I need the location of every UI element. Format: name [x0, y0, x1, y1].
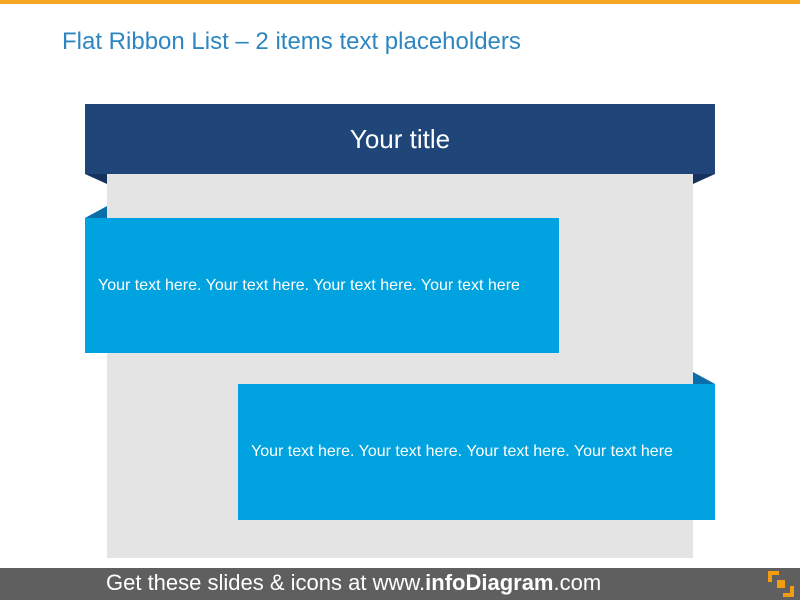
- item-1-box: Your text here. Your text here. Your tex…: [85, 218, 559, 353]
- footer-text[interactable]: Get these slides & icons at www.infoDiag…: [106, 570, 601, 596]
- footer-suffix: .com: [553, 570, 602, 595]
- item-1-text: Your text here. Your text here. Your tex…: [98, 276, 520, 294]
- title-ribbon-text: Your title: [349, 123, 451, 154]
- title-ribbon-left-fold: [85, 174, 107, 184]
- footer-brand: infoDiagram: [425, 570, 554, 595]
- title-ribbon: Your title: [85, 104, 715, 174]
- item-2-box: Your text here. Your text here. Your tex…: [238, 384, 715, 520]
- footer-bar: Get these slides & icons at www.infoDiag…: [0, 568, 800, 600]
- item-1-fold: [85, 206, 107, 218]
- item-2-text: Your text here. Your text here. Your tex…: [251, 443, 673, 460]
- footer-prefix: Get these slides & icons at www.: [106, 570, 426, 595]
- slide-title: Flat Ribbon List – 2 items text placehol…: [62, 28, 521, 55]
- title-ribbon-right-fold: [693, 174, 715, 184]
- item-2-fold: [693, 372, 715, 384]
- top-accent-line: [0, 0, 800, 4]
- infodiagram-logo-icon: [768, 571, 794, 597]
